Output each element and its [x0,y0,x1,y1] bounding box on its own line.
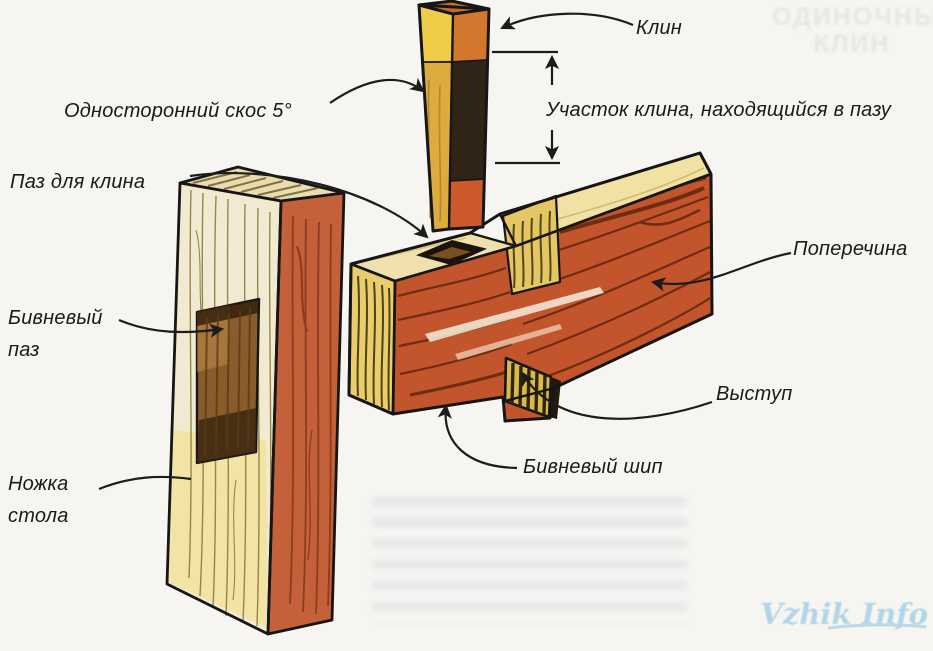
crossbar-highlight [425,287,604,342]
label-poperechina: Поперечина [793,238,908,260]
table-leg-top-grain [192,171,319,199]
label-bivnevy-paz-line1: Бивневый [8,307,103,329]
table-leg [165,165,346,636]
table-leg-outline [165,181,346,636]
wedge-outline [417,3,491,233]
bleedthrough-line1: ОДИНОЧНЫЙ [772,3,933,31]
table-leg-side-grain [289,215,332,615]
site-watermark: Vzhik Info [760,597,928,631]
label-nozhka-stola: Ножка стола [8,471,69,529]
bleedthrough-line2: КЛИН [813,30,891,58]
wedge-right-middle [449,60,487,181]
crossbar-front-face [393,172,712,421]
beam-end-grain [501,194,562,296]
label-uchastok-klina: Участок клина, находящийся в пазу [546,99,892,121]
bleedthrough-watermark-top-right: ОДИНОЧНЫЙ КЛИН [772,3,933,58]
label-nozhka-stola-line2: стола [8,505,69,527]
leader-nozhka [98,475,192,491]
tenon-end-grain [347,262,397,416]
wedge-left-face-lower [421,60,451,231]
leader-paz-dlya-klina [189,172,429,239]
label-paz-dlya-klina: Паз для клина [10,171,146,193]
leader-lines [98,12,792,491]
leader-klin [500,12,634,30]
table-leg-front-shading [168,430,268,628]
label-nozhka-stola-line1: Ножка [8,473,69,495]
tusk-mortise-hole [195,297,261,465]
label-bivnevy-ship: Бивневый шип [523,456,663,478]
wedge-right-bottom [449,179,485,229]
dimension-bracket [492,50,560,165]
leader-poperechina [650,251,792,292]
crossbar-with-tenon [347,151,714,423]
crossbar-highlight-2 [455,324,562,360]
crossbar-outline [347,151,714,423]
label-bivnevy-paz: Бивневый паз [8,305,103,363]
wedge-slot [415,239,488,266]
leader-bivnevy-paz [118,318,225,338]
leader-bivnevy-ship [437,403,518,470]
wedge-right-top [451,9,489,62]
bleedthrough-text-block [372,497,687,625]
label-klin: Клин [636,17,682,39]
label-bivnevy-paz-line2: паз [8,339,40,361]
wedge [417,0,491,233]
label-odnostoronniy-skos: Односторонний скос 5° [64,100,292,122]
leader-vystup [520,371,713,420]
label-vystup: Выступ [716,383,793,405]
watermark-flourish [827,623,927,630]
leader-skos [329,77,425,104]
